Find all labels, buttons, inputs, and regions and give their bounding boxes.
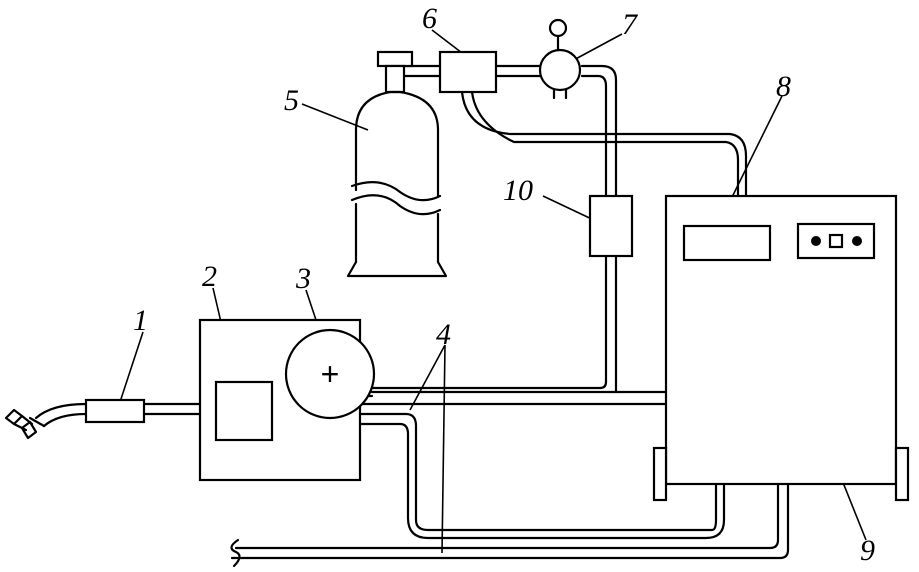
hose-upper	[34, 402, 88, 420]
label-8: 8	[776, 70, 791, 103]
label-5: 5	[284, 84, 299, 117]
leader-1	[119, 331, 144, 403]
label-4: 4	[436, 318, 451, 351]
number-labels: 1 2 3 4 5 6 7 8 9 10	[133, 2, 875, 567]
torch-icon	[4, 408, 46, 440]
component-8	[682, 224, 772, 262]
label-2: 2	[202, 260, 217, 293]
leader-7	[569, 33, 623, 63]
gas-cylinder-5	[346, 50, 448, 278]
label-6: 6	[422, 2, 437, 35]
hose-lower	[42, 412, 88, 428]
component-2	[214, 380, 274, 442]
label-3: 3	[295, 262, 311, 295]
label-10: 10	[503, 174, 533, 207]
indicator-square	[828, 233, 844, 249]
component-6	[438, 50, 498, 94]
pump-plus-symbol: +	[321, 356, 340, 392]
label-9: 9	[860, 534, 875, 567]
leader-10	[542, 195, 599, 223]
component-3-pump	[284, 328, 376, 420]
leader-4a	[409, 344, 446, 411]
component-10	[588, 194, 634, 258]
label-1: 1	[133, 304, 148, 337]
indicator-dot-right	[852, 236, 862, 246]
label-7: 7	[622, 8, 639, 41]
component-1	[84, 398, 146, 424]
control-panel	[796, 222, 876, 260]
leader-4b	[441, 344, 446, 554]
indicator-dot-left	[811, 236, 821, 246]
component-7-gauge-icon	[538, 18, 582, 100]
